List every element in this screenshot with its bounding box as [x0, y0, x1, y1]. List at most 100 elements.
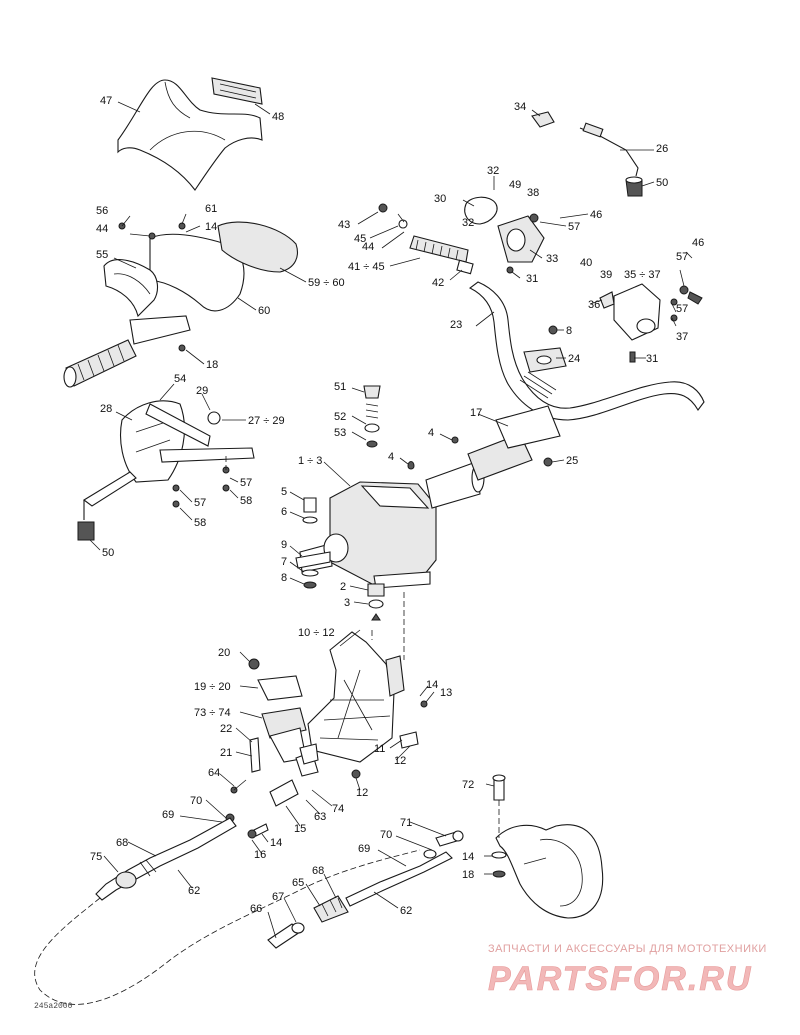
callout-57e: 57: [194, 497, 206, 509]
callout-47: 47: [100, 95, 112, 107]
callout-60: 60: [258, 305, 270, 317]
callout-46b: 46: [692, 237, 704, 249]
steering-cable-left: [34, 817, 421, 1005]
steering-column-housing: [299, 385, 561, 589]
callout-16: 16: [254, 849, 266, 861]
callout-15: 15: [294, 823, 306, 835]
callout-66: 66: [250, 903, 262, 915]
callout-30: 30: [434, 193, 446, 205]
callout-54: 54: [174, 373, 186, 385]
switch-block-part: [599, 283, 703, 341]
callout-50b: 50: [102, 547, 114, 559]
drawing-code: 245a2000: [34, 1002, 73, 1011]
callout-72: 72: [462, 779, 474, 791]
callout-67: 67: [272, 891, 284, 903]
callout-labels: 47 48 3 4 26 50 32 49 38 30 32 46 57 33 4…: [90, 95, 704, 917]
steering-cable-right: [267, 830, 464, 949]
callout-3: 3: [344, 597, 350, 609]
callout-35-37: 35 ÷ 37: [624, 269, 661, 281]
callout-75: 75: [90, 851, 102, 863]
assembly-center-lines: [225, 456, 500, 838]
callout-28: 28: [100, 403, 112, 415]
callout-23: 23: [450, 319, 462, 331]
callout-69b: 69: [358, 843, 370, 855]
watermark-tagline: ЗАПЧАСТИ И АКСЕССУАРЫ ДЛЯ МОТОТЕХНИКИ: [488, 943, 767, 955]
callout-70: 70: [190, 795, 202, 807]
watermark-brand: PARTSFOR.RU: [488, 960, 752, 998]
callout-57b: 57: [676, 251, 688, 263]
callout-56: 56: [96, 205, 108, 217]
callout-73-74: 73 ÷ 74: [194, 707, 231, 719]
callout-45: 45: [354, 233, 366, 245]
callout-1-3: 1 ÷ 3: [298, 455, 322, 467]
callout-57c: 57: [676, 303, 688, 315]
callout-68b: 68: [312, 865, 324, 877]
callout-9: 9: [281, 539, 287, 551]
callout-55: 55: [96, 249, 108, 261]
callout-63: 63: [314, 811, 326, 823]
callout-68: 68: [116, 837, 128, 849]
callout-11: 11: [374, 743, 385, 755]
callout-70b: 70: [380, 829, 392, 841]
callout-20: 20: [218, 647, 230, 659]
callout-12b: 12: [356, 787, 368, 799]
callout-58: 58: [240, 495, 252, 507]
callout-14c: 14: [270, 837, 282, 849]
callout-21: 21: [220, 747, 232, 759]
callout-43: 43: [338, 219, 350, 231]
callout-37: 37: [676, 331, 688, 343]
callout-22: 22: [220, 723, 232, 735]
cable-bracket-assembly: [230, 658, 319, 807]
callout-24: 24: [568, 353, 580, 365]
callout-31: 31: [526, 273, 538, 285]
throttle-housing-part: [464, 176, 545, 274]
callout-32: 32: [487, 165, 499, 177]
callout-32b: 32: [462, 217, 474, 229]
callout-7: 7: [281, 556, 287, 568]
callout-62b: 62: [400, 905, 412, 917]
callout-38: 38: [527, 187, 539, 199]
callout-25: 25: [566, 455, 578, 467]
callout-14: 14: [205, 221, 217, 233]
callout-18b: 18: [462, 869, 474, 881]
decal-part: [211, 77, 263, 105]
column-fasteners: [295, 497, 385, 621]
callout-17: 17: [470, 407, 482, 419]
jet-nozzle-part: [491, 774, 604, 919]
callout-29: 29: [196, 385, 208, 397]
callout-44b: 44: [96, 223, 108, 235]
right-grip-part: [378, 203, 474, 275]
callout-6: 6: [281, 506, 287, 518]
callout-46: 46: [590, 209, 602, 221]
callout-57d: 57: [240, 477, 252, 489]
steering-cover-part: [117, 79, 263, 191]
callout-51: 51: [334, 381, 346, 393]
callout-74: 74: [332, 803, 344, 815]
callout-48: 48: [272, 111, 284, 123]
callout-62: 62: [188, 885, 200, 897]
callout-64: 64: [208, 767, 220, 779]
callout-57: 57: [568, 221, 580, 233]
steering-support-part: [307, 631, 428, 779]
handlebar-part: [468, 281, 705, 421]
callout-4b: 4: [388, 451, 394, 463]
callout-14d: 14: [462, 851, 474, 863]
callout-26: 26: [656, 143, 668, 155]
callout-53: 53: [334, 427, 346, 439]
left-handlebar-assembly: [63, 221, 298, 388]
callout-36: 36: [588, 299, 600, 311]
callout-71: 71: [400, 817, 412, 829]
callout-50: 50: [656, 177, 668, 189]
callout-39: 39: [600, 269, 612, 281]
callout-14b: 14: [426, 679, 438, 691]
lever-bracket-part: [77, 400, 255, 541]
callout-12: 12: [394, 755, 406, 767]
callout-49: 49: [509, 179, 521, 191]
callout-52: 52: [334, 411, 346, 423]
callout-33: 33: [546, 253, 558, 265]
callout-44: 44: [362, 241, 374, 253]
callout-69: 69: [162, 809, 174, 821]
callout-41-45: 41 ÷ 45: [348, 261, 385, 273]
callout-leaders: [89, 101, 693, 939]
